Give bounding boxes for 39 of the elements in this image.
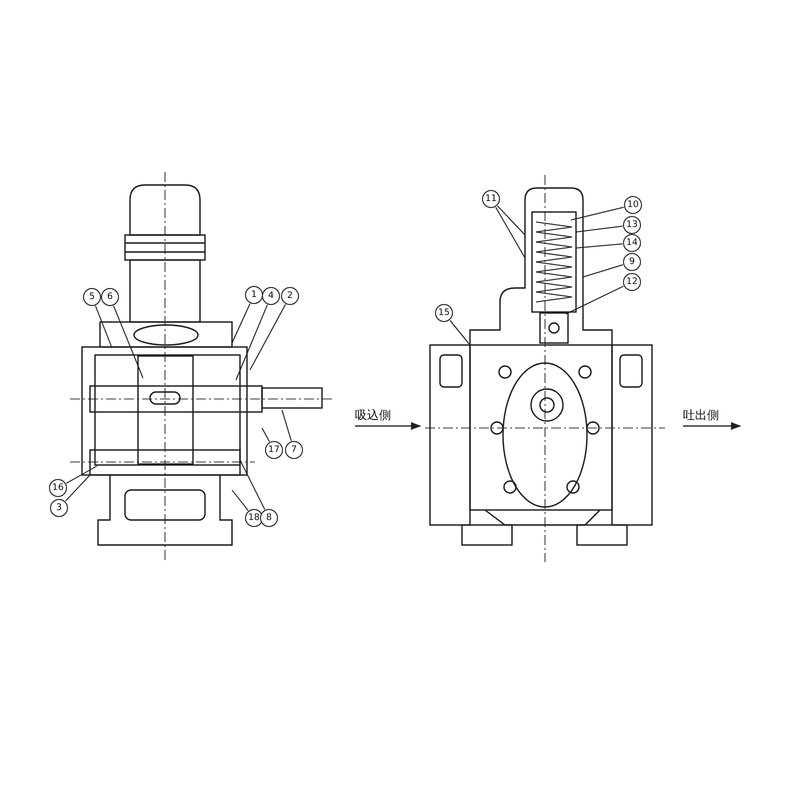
- leader-line: [232, 303, 251, 344]
- callout-number: 8: [260, 509, 278, 527]
- leader-line: [582, 264, 624, 278]
- leader-line: [495, 206, 526, 258]
- leader-line: [240, 460, 266, 510]
- leader-line: [250, 304, 286, 370]
- flow-direction-label: 吸込側: [355, 407, 391, 424]
- callout-number: 3: [50, 499, 68, 517]
- leader-line: [450, 320, 470, 346]
- leader-line: [576, 243, 624, 248]
- flow-direction-label: 吐出側: [683, 407, 719, 424]
- leader-line: [497, 205, 526, 236]
- callout-number: 16: [49, 479, 67, 497]
- callout-number: 13: [623, 216, 641, 234]
- callout-number: 18: [245, 509, 263, 527]
- leader-line: [113, 305, 144, 378]
- callout-number: 14: [623, 234, 641, 252]
- callout-number: 9: [623, 253, 641, 271]
- leader-line: [65, 474, 90, 502]
- leader-line: [576, 226, 624, 232]
- leader-line: [66, 466, 98, 484]
- callout-number: 11: [482, 190, 500, 208]
- leader-line: [282, 410, 292, 442]
- leader-line: [94, 305, 112, 348]
- callout-number: 1: [245, 286, 263, 304]
- callout-number: 17: [265, 441, 283, 459]
- callout-number: 7: [285, 441, 303, 459]
- callout-number: 10: [624, 196, 642, 214]
- leader-line: [566, 286, 624, 314]
- callout-number: 12: [623, 273, 641, 291]
- leader-line: [570, 206, 624, 220]
- callout-number: 2: [281, 287, 299, 305]
- leader-line: [232, 490, 249, 512]
- callout-number: 4: [262, 287, 280, 305]
- callout-number: 6: [101, 288, 119, 306]
- callout-number: 15: [435, 304, 453, 322]
- leader-line: [236, 304, 268, 380]
- leader-line: [262, 428, 270, 442]
- callout-number: 5: [83, 288, 101, 306]
